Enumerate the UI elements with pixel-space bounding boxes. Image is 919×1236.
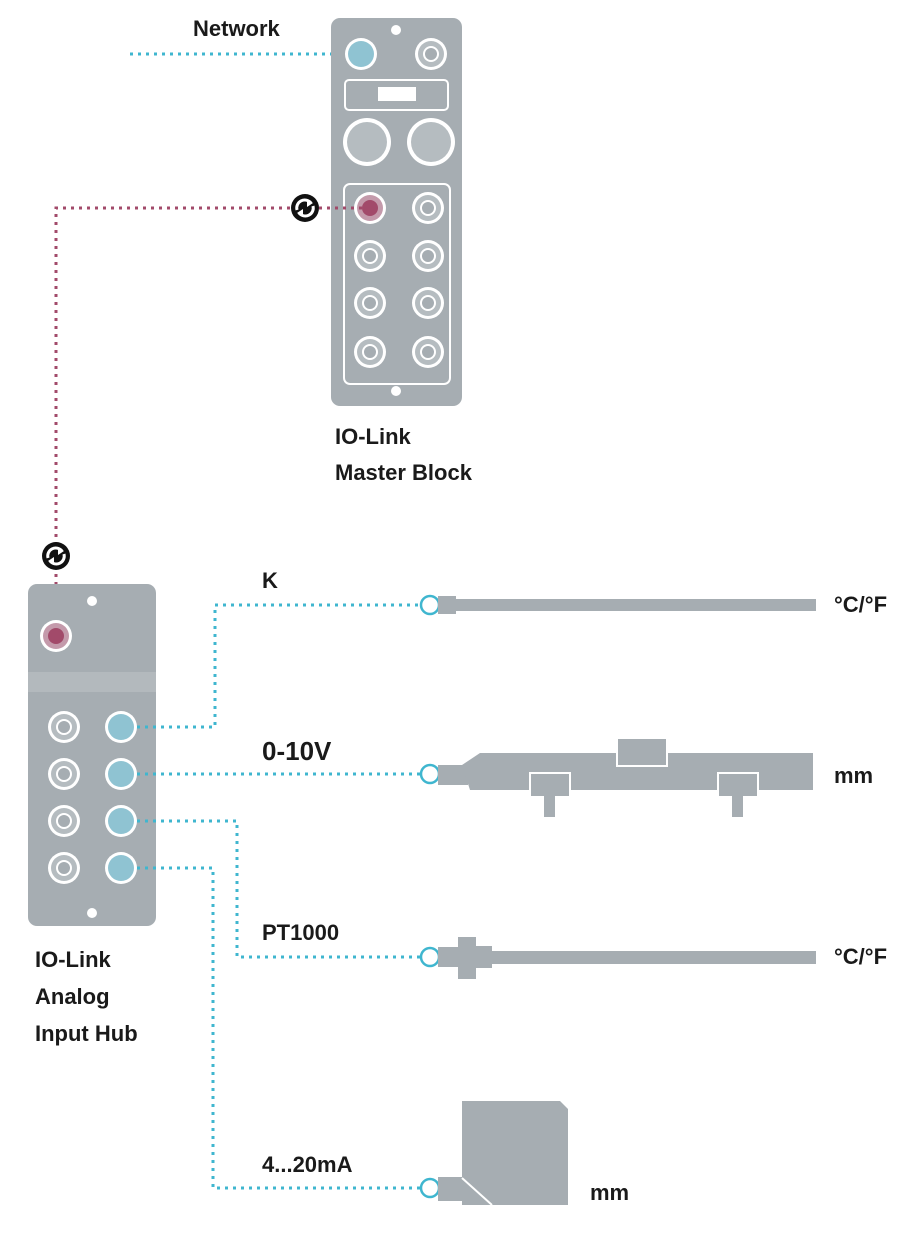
signal-pt1000-label: PT1000 <box>262 920 339 945</box>
signal-k-label: K <box>262 568 278 593</box>
io-link-connection-line <box>54 206 370 636</box>
sensor-4-20ma-box <box>419 1101 568 1206</box>
hub-label-line3: Input Hub <box>35 1021 138 1046</box>
line-pt1000 <box>137 819 424 959</box>
unit-0-10v-label: mm <box>834 763 873 788</box>
io-link-master-block <box>331 18 462 406</box>
master-port <box>415 38 447 70</box>
line-4-20ma <box>137 866 424 1190</box>
sensor-lines <box>137 603 424 1190</box>
hub-port-3 <box>105 805 137 837</box>
io-link-symbol-icon <box>289 192 321 224</box>
signal-0-10v-label: 0-10V <box>262 736 332 766</box>
unit-k-label: °C/°F <box>834 592 887 617</box>
hub-io-link-port <box>40 620 72 652</box>
io-link-analog-input-hub <box>28 584 156 926</box>
hub-port-1 <box>105 711 137 743</box>
sensor-k-probe <box>419 594 816 616</box>
io-link-symbol-icon <box>40 540 72 572</box>
network-label: Network <box>193 16 281 41</box>
sensor-0-10v-transducer <box>419 737 813 817</box>
network-port <box>345 38 377 70</box>
unit-4-20ma-label: mm <box>590 1180 629 1205</box>
line-k <box>137 603 424 729</box>
master-block-label-line2: Master Block <box>335 460 473 485</box>
hub-label-line2: Analog <box>35 984 110 1009</box>
hub-label-line1: IO-Link <box>35 947 112 972</box>
hub-port-2 <box>105 758 137 790</box>
signal-4-20ma-label: 4...20mA <box>262 1152 353 1177</box>
sensor-pt1000-probe <box>419 937 816 979</box>
hub-port-4 <box>105 852 137 884</box>
master-block-label-line1: IO-Link <box>335 424 412 449</box>
unit-pt1000-label: °C/°F <box>834 944 887 969</box>
